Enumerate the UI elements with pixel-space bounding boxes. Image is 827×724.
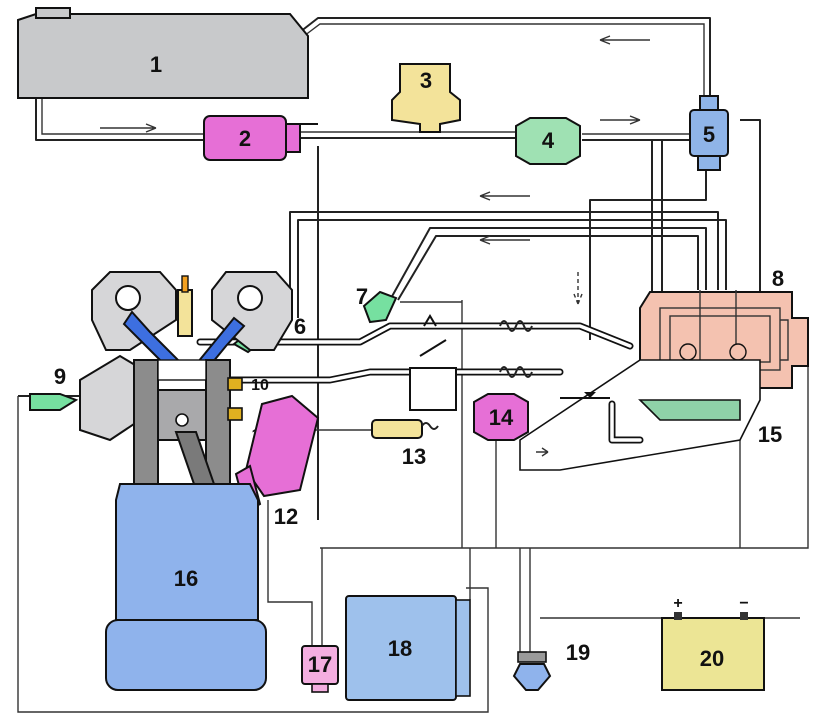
cold-start-line — [389, 227, 707, 301]
left-camshaft — [115, 285, 141, 311]
arrow-supply — [100, 123, 157, 133]
label-14: 14 — [489, 405, 514, 430]
tank-to-pump-line — [35, 98, 204, 141]
relay: 17 — [301, 645, 339, 693]
battery-plus-label: + — [673, 595, 682, 612]
tank-filler-cap — [35, 7, 71, 19]
label-7: 7 — [356, 284, 368, 309]
fuel-filter: 4 — [515, 117, 581, 165]
ecu-bus-1 — [320, 320, 809, 549]
label-18: 18 — [388, 636, 412, 661]
label-17: 17 — [308, 652, 332, 677]
oil-pan — [105, 619, 267, 691]
label-5: 5 — [703, 122, 715, 147]
fuel-accumulator: 3 — [391, 63, 461, 133]
flow-arrows — [100, 35, 650, 305]
label-20: 20 — [700, 646, 724, 671]
injector-line-right-head-2 — [297, 219, 727, 318]
cold-start-line-2 — [397, 235, 699, 301]
label-12: 12 — [274, 504, 298, 529]
intake-bellows-upper — [499, 320, 533, 332]
lambda-sensor — [29, 393, 79, 411]
regulator-bypass-line — [740, 119, 761, 300]
fuel-pump: 2 — [203, 115, 318, 161]
label-6: 6 — [294, 314, 306, 339]
right-camshaft — [237, 285, 263, 311]
label-16: 16 — [174, 566, 198, 591]
label-10: 10 — [251, 377, 269, 394]
warm-up-regulator: 13 — [371, 419, 439, 469]
temp-sensor — [227, 407, 243, 421]
exhaust-manifold: 9 — [29, 354, 141, 442]
arrow-air — [573, 272, 583, 305]
fuel-tank: 1 — [17, 7, 309, 99]
label-2: 2 — [239, 126, 251, 151]
throttle-plate — [419, 339, 447, 357]
thermo-switch — [227, 377, 243, 391]
tank-to-pump-line-inner — [41, 98, 204, 135]
cold-start-valve: 7 — [356, 284, 398, 324]
label-8: 8 — [772, 266, 784, 291]
cylinder-wall-right — [205, 359, 231, 485]
return-line-top-inner — [303, 23, 705, 100]
label-9: 9 — [54, 364, 66, 389]
label-15: 15 — [758, 422, 782, 447]
cylinder-wall-left — [133, 359, 159, 485]
label-3: 3 — [420, 68, 432, 93]
ignition-distributor: 12 — [234, 394, 320, 529]
green-fuel-pipe — [638, 399, 741, 421]
ground-loop — [17, 396, 489, 713]
battery-minus-label: − — [739, 595, 748, 612]
ignition-switch: 19 — [512, 640, 590, 691]
left-cam-housing — [91, 271, 177, 351]
auxiliary-air-device: 14 — [473, 393, 529, 441]
intake-manifold — [196, 314, 634, 411]
arrow-supply-2 — [600, 115, 641, 125]
intake-bellows-lower — [499, 366, 533, 378]
spark-plug — [177, 289, 193, 337]
arrow-injector-1 — [479, 191, 530, 201]
label-1: 1 — [150, 52, 162, 77]
label-4: 4 — [542, 128, 555, 153]
aux-air-valve — [409, 367, 457, 411]
regulator-to-distributor-3 — [589, 170, 707, 340]
cylinder — [133, 359, 231, 485]
label-19: 19 — [566, 640, 590, 665]
wire-12-17 — [267, 500, 313, 648]
arrow-injector-2 — [479, 235, 530, 245]
cylinder-head — [91, 271, 293, 370]
battery: + − 20 — [661, 595, 765, 691]
air-flow-meter: 15 — [519, 359, 782, 471]
engine-block: 16 — [105, 483, 267, 691]
ecu: 18 — [345, 595, 471, 701]
label-13: 13 — [402, 444, 426, 469]
return-line-top — [299, 17, 711, 100]
pressure-regulator: 5 — [689, 95, 729, 171]
arrow-return — [599, 35, 650, 45]
